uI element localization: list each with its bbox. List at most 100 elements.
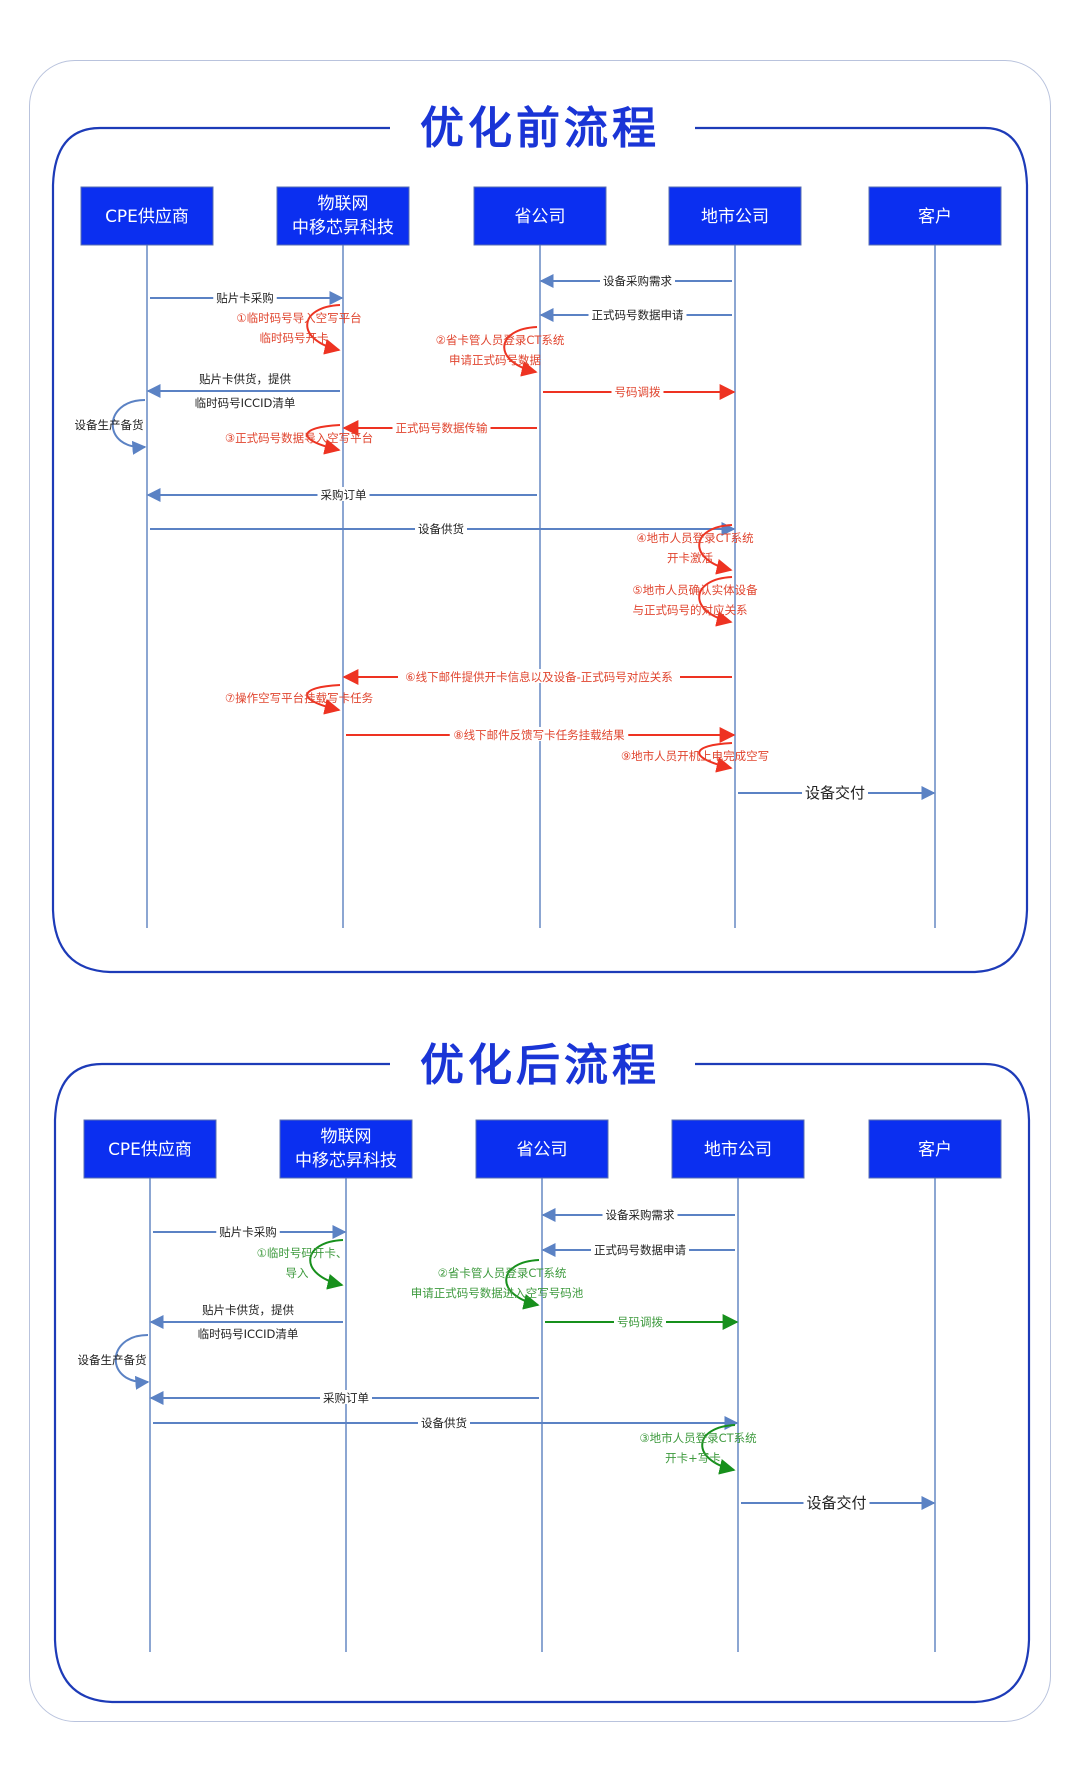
message: 正式码号数据申请 bbox=[541, 1242, 735, 1257]
self-arrow bbox=[306, 424, 341, 455]
self-arrow bbox=[505, 1259, 540, 1310]
actor-2: 省公司 bbox=[475, 1119, 609, 1652]
message: 设备采购需求 bbox=[541, 1207, 735, 1222]
label-bg bbox=[213, 290, 277, 304]
label-bg bbox=[216, 1224, 280, 1238]
actor-box bbox=[475, 1119, 609, 1179]
panel-border-after bbox=[53, 1062, 1031, 1704]
message-label: 采购订单 bbox=[323, 1391, 369, 1405]
label-bg bbox=[392, 420, 491, 434]
message: 正式码号数据申请 bbox=[539, 307, 732, 322]
message-label: 设备采购需求 bbox=[606, 1208, 675, 1222]
message: 贴片卡采购 bbox=[153, 1224, 347, 1239]
message-label: 设备供货 bbox=[421, 1416, 467, 1430]
message: 正式码号数据传输 bbox=[342, 420, 537, 436]
panel-title-before: 优化前流程 bbox=[420, 103, 660, 154]
message-label: 临时码号开卡 bbox=[260, 331, 329, 345]
message: 号码调拨 bbox=[545, 1314, 739, 1330]
message-label: ②省卡管人员登录CT系统 bbox=[438, 1266, 567, 1280]
diagram-before: 优化前流程 CPE供应商物联网中移芯昇科技省公司地市公司客户设备采购需求贴片卡采… bbox=[51, 103, 1029, 974]
message-label: 开卡激活 bbox=[667, 551, 713, 565]
message-label: 临时码号ICCID清单 bbox=[195, 396, 296, 410]
message: 设备生产备货 bbox=[78, 1334, 150, 1390]
actor-box bbox=[668, 186, 802, 246]
label-bg bbox=[398, 669, 680, 683]
actor-3: 地市公司 bbox=[671, 1119, 805, 1652]
label-bg bbox=[802, 785, 868, 799]
actor-label: CPE供应商 bbox=[105, 207, 189, 227]
message: ①临时号码开卡、导入 bbox=[257, 1239, 348, 1290]
actor-label: 地市公司 bbox=[704, 1140, 772, 1160]
message-label: 设备生产备货 bbox=[78, 1353, 147, 1367]
self-arrow bbox=[698, 742, 733, 773]
label-bg bbox=[449, 727, 629, 741]
message-label: 采购订单 bbox=[321, 488, 367, 502]
message-label: ⑨地市人员开机上电完成空写 bbox=[621, 749, 769, 763]
label-bg bbox=[317, 487, 370, 501]
message-label: 号码调拨 bbox=[617, 1315, 663, 1329]
message-label: ③地市人员登录CT系统 bbox=[639, 1431, 757, 1445]
message-label: 与正式码号的对应关系 bbox=[633, 603, 748, 617]
message-label: 设备供货 bbox=[418, 522, 464, 536]
actor-box bbox=[279, 1119, 413, 1179]
message-label: ⑤地市人员确认实体设备 bbox=[632, 583, 758, 597]
label-bg bbox=[600, 273, 675, 287]
message-label: 导入 bbox=[286, 1266, 309, 1280]
message-label: ⑧线下邮件反馈写卡任务挂载结果 bbox=[453, 728, 625, 742]
label-bg bbox=[415, 521, 467, 535]
actor-box bbox=[276, 186, 410, 246]
message-label: 设备交付 bbox=[805, 784, 865, 802]
message: ⑧线下邮件反馈写卡任务挂载结果 bbox=[346, 727, 736, 743]
message-label: 贴片卡供货，提供 bbox=[202, 1303, 294, 1317]
message-label: 正式码号数据传输 bbox=[396, 421, 488, 435]
actor-label: 物联网 bbox=[321, 1127, 372, 1147]
actor-box bbox=[868, 186, 1002, 246]
self-arrow bbox=[111, 399, 147, 455]
self-arrow bbox=[306, 304, 341, 355]
actor-label: 中移芯昇科技 bbox=[295, 1151, 397, 1171]
actor-box bbox=[671, 1119, 805, 1179]
actor-label: CPE供应商 bbox=[108, 1140, 192, 1160]
message: 贴片卡采购 bbox=[150, 290, 344, 305]
actor-3: 地市公司 bbox=[668, 186, 802, 928]
actor-label: 客户 bbox=[918, 1140, 952, 1160]
panel-title-after: 优化后流程 bbox=[420, 1040, 660, 1091]
message-label: ④地市人员登录CT系统 bbox=[636, 531, 754, 545]
message-label: 设备交付 bbox=[806, 1494, 866, 1512]
message: ⑥线下邮件提供开卡信息以及设备-正式码号对应关系 bbox=[342, 669, 732, 685]
self-arrow bbox=[309, 1239, 344, 1290]
actor-label: 中移芯昇科技 bbox=[292, 218, 394, 238]
message: 设备生产备货 bbox=[75, 399, 147, 455]
self-arrow bbox=[698, 576, 733, 627]
message-label: 设备采购需求 bbox=[603, 274, 672, 288]
message: ⑨地市人员开机上电完成空写 bbox=[621, 742, 769, 773]
message-label: ①临时码号导入空写平台 bbox=[236, 311, 361, 325]
self-arrow bbox=[114, 1334, 150, 1390]
actor-box bbox=[473, 186, 607, 246]
message: 号码调拨 bbox=[543, 384, 736, 400]
message: 采购订单 bbox=[149, 1390, 539, 1405]
message: ③正式码号数据导入空写平台 bbox=[225, 424, 373, 455]
message-label: ⑥线下邮件提供开卡信息以及设备-正式码号对应关系 bbox=[405, 670, 672, 684]
self-arrow bbox=[698, 524, 733, 575]
message: 设备交付 bbox=[738, 784, 936, 802]
label-bg bbox=[418, 1415, 470, 1429]
label-bg bbox=[602, 1207, 678, 1221]
message-label: 贴片卡供货，提供 bbox=[199, 372, 291, 386]
message-label: 号码调拨 bbox=[615, 385, 661, 399]
message-label: 临时码号ICCID清单 bbox=[198, 1327, 299, 1341]
actor-box bbox=[80, 186, 214, 246]
actor-2: 省公司 bbox=[473, 186, 607, 928]
panel-border-before bbox=[51, 126, 1029, 974]
message-label: ①临时号码开卡、 bbox=[257, 1246, 348, 1260]
self-arrow bbox=[306, 684, 341, 715]
actor-label: 省公司 bbox=[515, 207, 566, 227]
label-bg bbox=[320, 1390, 372, 1404]
label-bg bbox=[611, 384, 664, 398]
